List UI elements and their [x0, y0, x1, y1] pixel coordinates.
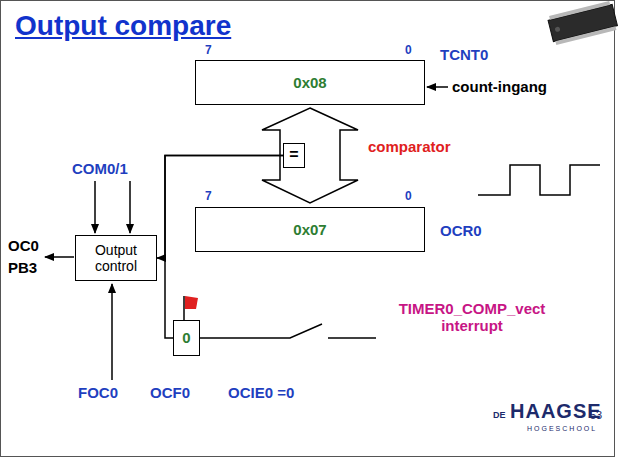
box-text: Output control — [76, 242, 156, 274]
output-control-box: Output control — [75, 235, 157, 281]
com-arrow — [129, 181, 131, 233]
page-number: 53 — [590, 409, 602, 422]
comparator-box: = — [283, 143, 305, 168]
register-name: TCNT0 — [440, 46, 488, 63]
interrupt-switch — [200, 324, 322, 338]
box-text: 0 — [182, 329, 190, 346]
bit-number: 7 — [205, 44, 212, 58]
bit-name: FOC0 — [78, 384, 118, 401]
box-text: 0x08 — [293, 74, 326, 91]
com-arrow — [94, 181, 96, 233]
bit-number: 0 — [405, 190, 412, 204]
register-name: OCR0 — [440, 222, 482, 239]
output-pin-arrow — [45, 256, 74, 258]
clock-signal — [478, 165, 600, 195]
comparator-label: comparator — [368, 138, 451, 155]
box-text: 0x07 — [293, 221, 326, 238]
logo-text: HAAGSE — [510, 400, 602, 423]
logo-text: DE — [493, 410, 506, 420]
flag-pole — [183, 296, 185, 320]
pin-name: OC0 — [8, 237, 39, 254]
bit-name: COM0/1 — [72, 160, 128, 177]
interrupt-vector: TIMER0_COMP_vect interrupt — [382, 300, 562, 335]
flag — [185, 296, 198, 309]
bit-number: 0 — [405, 44, 412, 58]
box-text: = — [289, 146, 298, 164]
slide-border — [1, 1, 615, 457]
pin-name: PB3 — [8, 259, 37, 276]
logo-text: HOGESCHOOL — [527, 425, 597, 433]
bit-name: OCIE0 =0 — [228, 384, 294, 401]
register-box: 0x07 — [195, 207, 425, 252]
count-input-arrow — [427, 86, 448, 88]
input-name: count-ingang — [452, 78, 547, 95]
bit-name: OCF0 — [150, 384, 190, 401]
chip-picture — [547, 0, 618, 45]
flag-bit-box: 0 — [173, 320, 200, 356]
foc-arrow — [111, 284, 113, 380]
bit-number: 7 — [205, 190, 212, 204]
interrupt-line — [328, 337, 376, 339]
slide-title: Output compare — [15, 10, 231, 42]
register-box: 0x08 — [195, 60, 425, 105]
